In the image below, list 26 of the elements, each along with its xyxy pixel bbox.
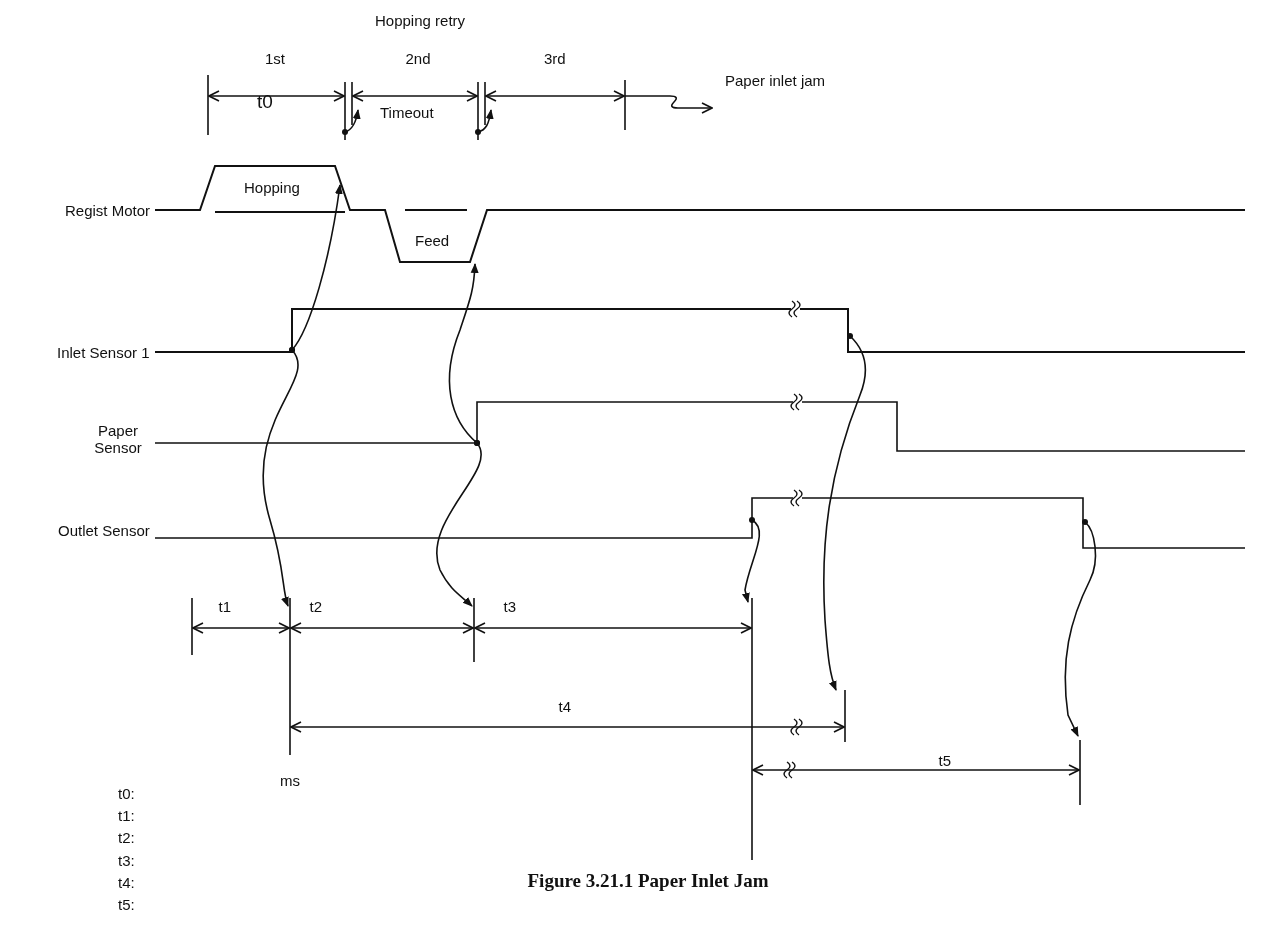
time-label: t3:: [118, 852, 135, 869]
time-label: t0:: [118, 785, 135, 802]
time-label: t1: [218, 598, 231, 615]
waveform-label: Feed: [415, 232, 450, 249]
time-label: t4: [558, 698, 571, 715]
waveform-label: Hopping: [244, 179, 300, 196]
annotation-label: Paper inlet jam: [725, 72, 826, 89]
interval-label: 1st: [265, 50, 285, 67]
time-label: t5: [938, 752, 951, 769]
signal-label: Inlet Sensor 1: [57, 344, 150, 361]
time-label: t1:: [118, 807, 135, 824]
annotation-label: Timeout: [380, 104, 434, 121]
time-label: t2:: [118, 829, 135, 846]
annotation-label: Hopping retry: [375, 12, 466, 29]
time-label: t2: [309, 598, 322, 615]
time-label: t5:: [118, 896, 135, 913]
figure-caption: Figure 3.21.1 Paper Inlet Jam: [527, 870, 769, 892]
time-label: t0: [257, 93, 273, 110]
time-label: t4:: [118, 874, 135, 891]
unit-label: ms: [280, 772, 300, 789]
interval-label: 3rd: [544, 50, 566, 67]
signal-label: Regist Motor: [65, 202, 151, 219]
interval-label: 2nd: [405, 50, 431, 67]
signal-label: Outlet Sensor: [58, 522, 150, 539]
time-label: t3: [503, 598, 516, 615]
signal-label: Paper Sensor: [93, 422, 143, 456]
